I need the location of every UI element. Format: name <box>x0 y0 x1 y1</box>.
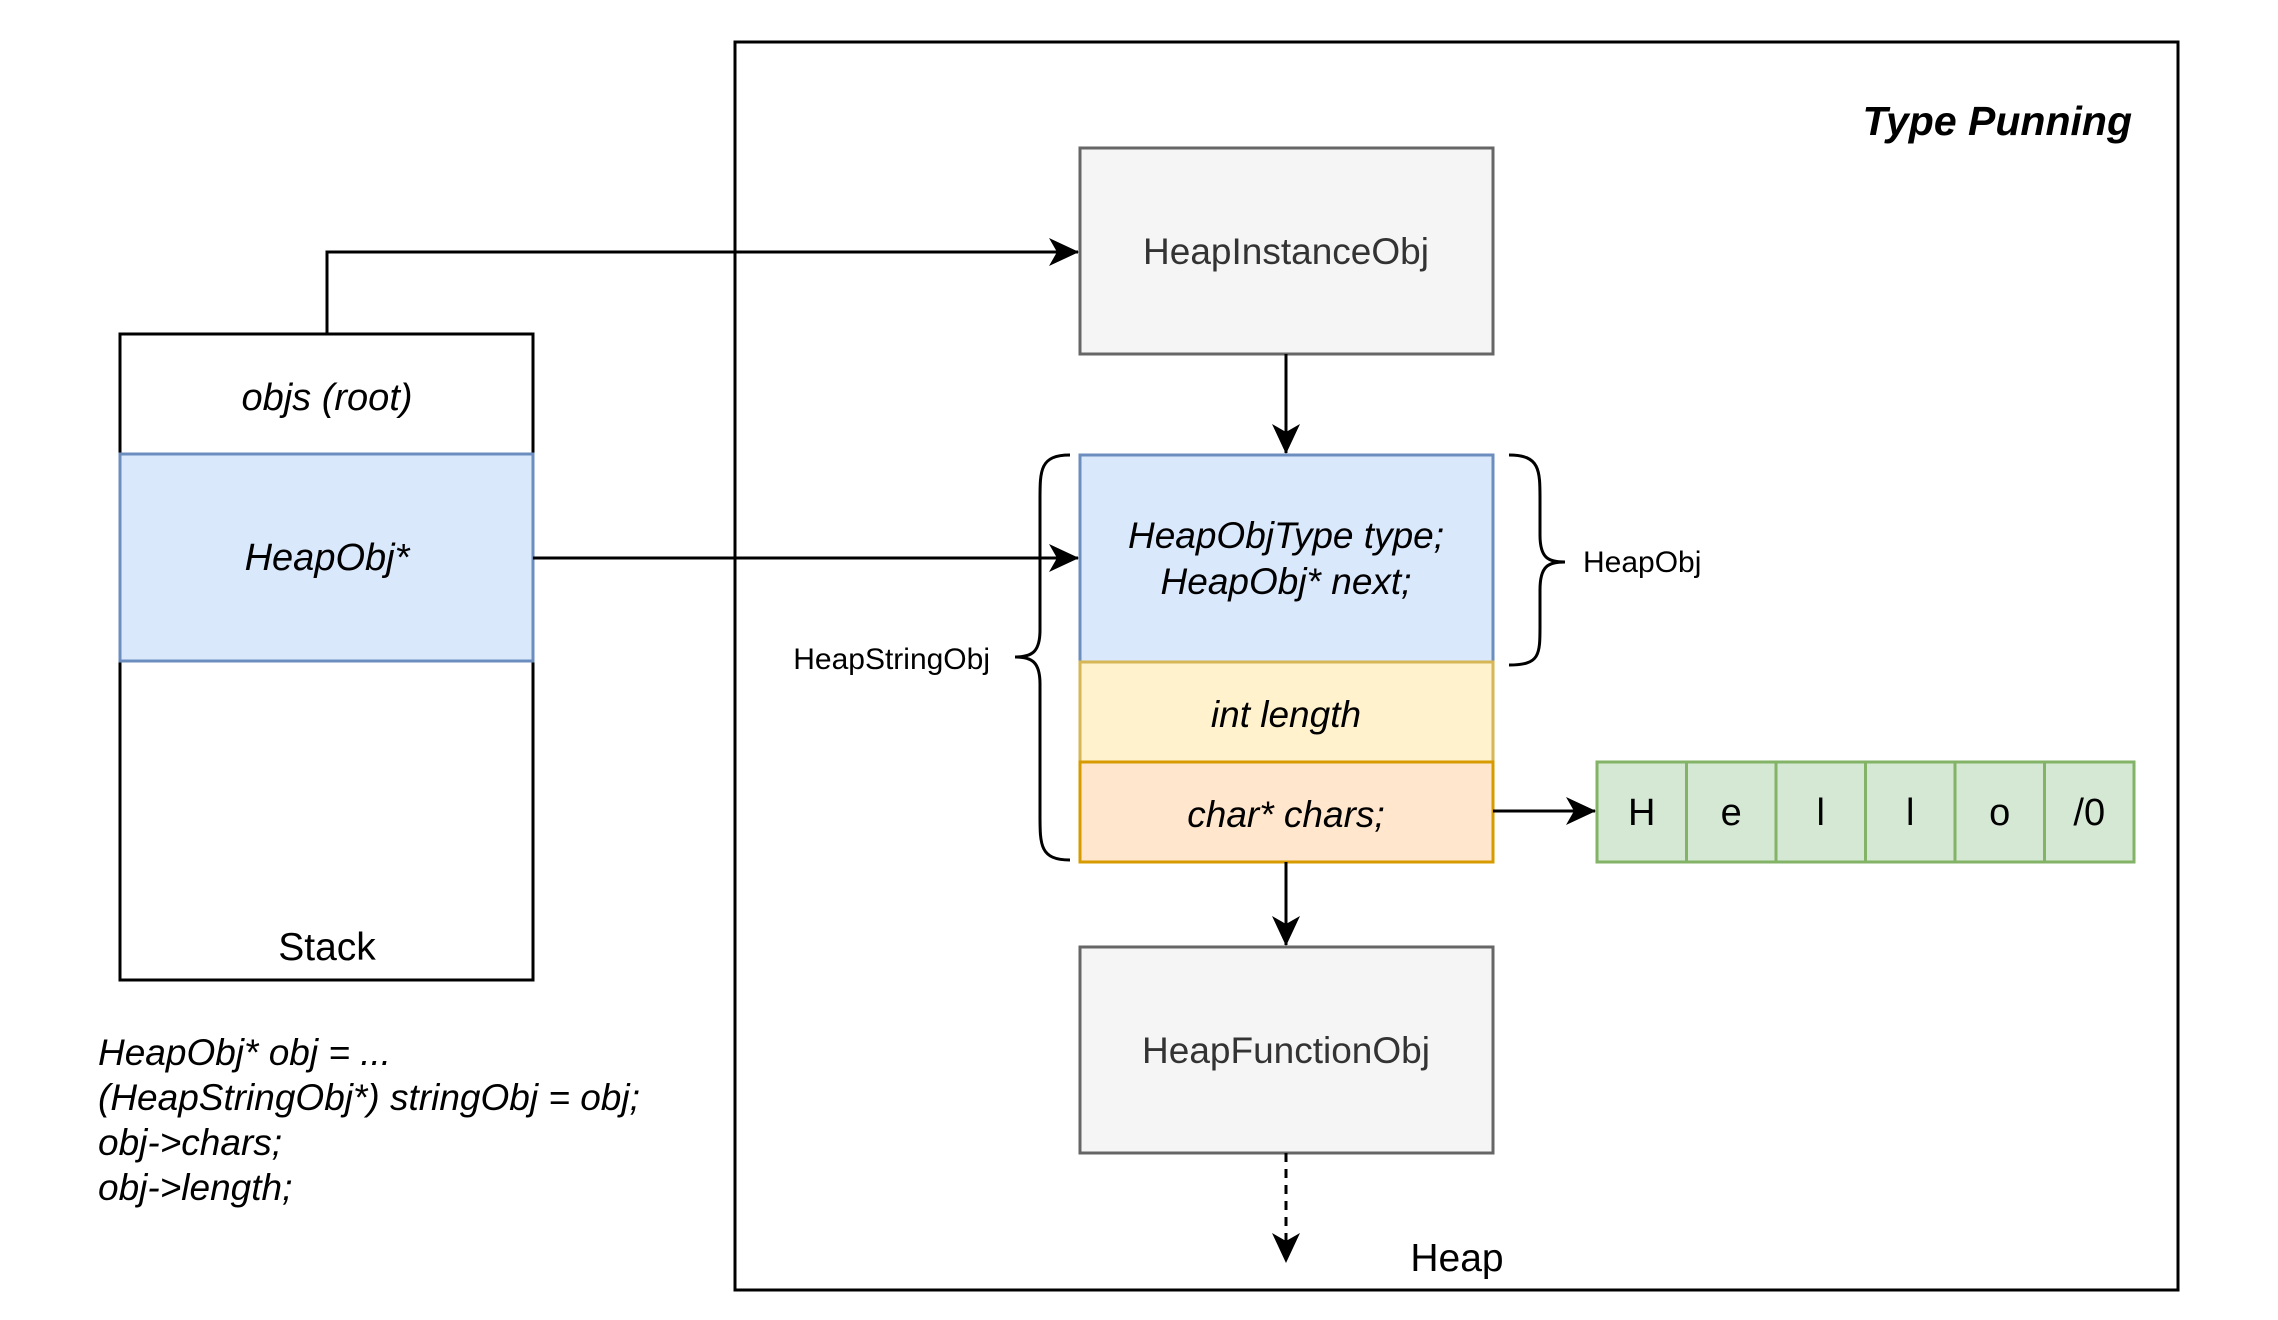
length-field-label: int length <box>1211 694 1361 735</box>
stack-root-label: objs (root) <box>241 377 412 419</box>
code-line: (HeapStringObj*) stringObj = obj; <box>98 1077 640 1118</box>
heap-label: Heap <box>1410 1237 1503 1280</box>
code-line: obj->chars; <box>98 1122 283 1163</box>
heap-function-obj-label: HeapFunctionObj <box>1142 1030 1430 1071</box>
char-cell <box>1595 760 1688 864</box>
char-cell <box>1864 760 1957 864</box>
stack-label: Stack <box>278 926 376 969</box>
heapstringobj-brace-label: HeapStringObj <box>793 643 990 676</box>
code-line: HeapObj* obj = ... <box>98 1032 392 1073</box>
heapobj-brace <box>1508 453 1566 667</box>
length-field <box>1078 660 1495 764</box>
char-cell-label: l <box>1817 792 1825 834</box>
char-cell-label: /0 <box>2073 792 2105 834</box>
char-cell <box>2043 760 2136 864</box>
heap-instance-obj-label: HeapInstanceObj <box>1143 231 1429 272</box>
heapobj-type-field: HeapObjType type; <box>1128 515 1444 556</box>
code-snippet: HeapObj* obj = ... (HeapStringObj*) stri… <box>98 1030 640 1210</box>
char-cell-label: H <box>1628 792 1655 834</box>
stack-heapobj-label: HeapObj* <box>245 537 411 579</box>
heapobj-header <box>1078 453 1495 664</box>
chars-field-label: char* chars; <box>1187 794 1384 835</box>
char-cell-label: l <box>1906 792 1914 834</box>
char-cell <box>1774 760 1867 864</box>
char-cell-label: o <box>1989 792 2010 834</box>
stack-heapobj-pointer <box>118 452 535 663</box>
heapobj-next-field: HeapObj* next; <box>1161 561 1412 602</box>
heap-instance-obj <box>1078 146 1495 356</box>
heapstringobj-brace <box>1014 453 1071 862</box>
code-line: obj->length; <box>98 1167 293 1208</box>
char-cell <box>1685 760 1778 864</box>
arrow-root-to-instance <box>325 238 1079 334</box>
char-cell-label: e <box>1721 792 1742 834</box>
diagram-title: Type Punning <box>1862 98 2132 144</box>
heapobj-brace-label: HeapObj <box>1583 546 1701 579</box>
heap-function-obj <box>1078 945 1495 1155</box>
